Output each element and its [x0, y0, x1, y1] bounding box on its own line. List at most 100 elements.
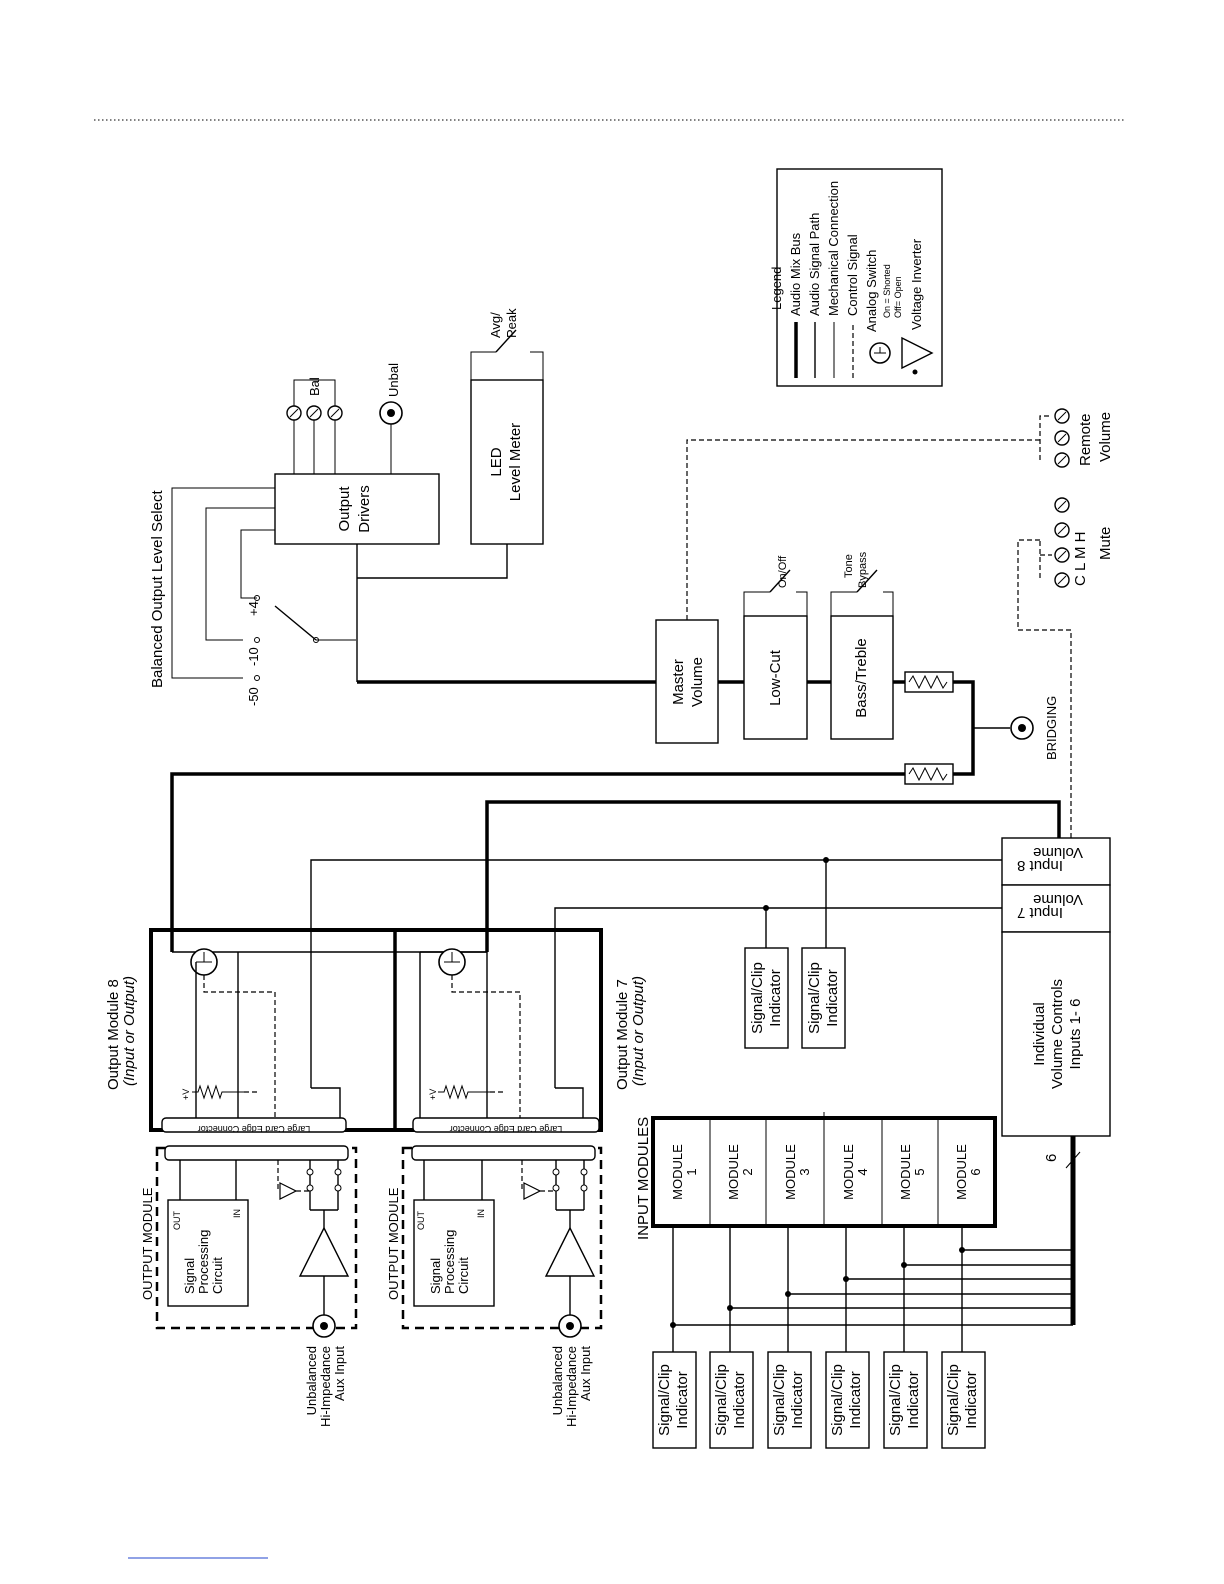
remote-control-line — [686, 439, 1040, 620]
avg-peak-switch — [495, 329, 517, 353]
legend-box — [776, 168, 943, 387]
left-in-label: IN — [232, 1209, 242, 1218]
legend-switch-on: On = Shorted — [882, 264, 892, 318]
left-aux-3: Aux Input — [332, 1346, 347, 1401]
right-in-label: IN — [476, 1209, 486, 1218]
level-plus4: +4 — [246, 601, 261, 616]
remote-terminals: Remote Volume — [1039, 408, 1114, 468]
m8-plus-v: +V — [181, 1089, 191, 1100]
input-modules-title: INPUT MODULES — [635, 1117, 652, 1240]
legend-item-switch: Analog Switch — [864, 250, 879, 332]
bal-terminals — [286, 405, 343, 421]
indicator-module-4 — [825, 1351, 870, 1449]
legend-item-inverter: Voltage Inverter — [909, 238, 924, 330]
indicator-module-1 — [652, 1351, 697, 1449]
left-aux-jack-icon — [312, 1314, 336, 1338]
bass-treble-box — [830, 615, 894, 740]
input-module-2-number: 2 — [740, 1168, 755, 1175]
indicator8-label-2: Indicator — [824, 969, 841, 1027]
indicator-module-6 — [941, 1351, 986, 1449]
drivers-label-2: Drivers — [356, 485, 373, 533]
legend-title: Legend — [769, 267, 784, 310]
led-meter-box — [470, 379, 544, 545]
voltage-inverter-icon — [901, 336, 934, 370]
left-amp-icon — [298, 1226, 350, 1277]
output-module-left-frame — [155, 1146, 358, 1330]
indicator7-label-1: Signal/Clip — [749, 962, 766, 1034]
indicator-input7: Signal/Clip Indicator — [744, 947, 789, 1049]
input7-label-1: Input 7 — [1017, 904, 1063, 921]
module-5-junction — [901, 1262, 907, 1268]
tone-label-1: Tone — [843, 554, 855, 578]
level-select-switch — [274, 605, 317, 641]
right-spc-2: Processing — [442, 1230, 457, 1294]
analog-switch-icon — [869, 342, 891, 364]
mute-terminal-letters: C L M H — [1072, 532, 1089, 586]
input8-volume: Input 8 Volume — [1001, 837, 1111, 886]
individual-label-3: Inputs 1- 6 — [1067, 999, 1084, 1070]
mute-terminals: C L M H Mute — [1039, 497, 1114, 588]
remote-label-2: Volume — [1097, 412, 1114, 462]
m7-title: Output Module 7 — [614, 979, 631, 1090]
m8-subtitle: (Input or Output) — [121, 976, 138, 1086]
input-module-1-label: MODULE — [670, 1144, 685, 1200]
module-4-junction — [843, 1276, 849, 1282]
legend-item-control: Control Signal — [845, 234, 860, 316]
left-aux-2: Hi-Impedance — [318, 1346, 333, 1427]
right-spc-3: Circuit — [456, 1257, 471, 1294]
mute-control-line — [1017, 539, 1072, 838]
module-2-junction — [727, 1305, 733, 1311]
indicator-module-6-label-2: Indicator — [963, 1371, 980, 1429]
indicator-module-4-label-1: Signal/Clip — [829, 1364, 846, 1436]
level-minus10: -10 — [246, 647, 261, 666]
input-module-3-label: MODULE — [783, 1144, 798, 1200]
input-bus-lines — [670, 1226, 1073, 1352]
right-inverter-icon — [523, 1182, 542, 1200]
m7-plus-v: +V — [428, 1089, 438, 1100]
indicator-module-2-label-2: Indicator — [731, 1371, 748, 1429]
input7-label-2: Volume — [1033, 891, 1083, 908]
master-volume: Master Volume — [655, 619, 719, 744]
output-module-left-label: OUTPUT MODULE — [140, 1187, 155, 1300]
bridging-jack-icon — [1010, 716, 1034, 740]
m7-subtitle: (Input or Output) — [630, 976, 647, 1086]
input-module-6-label: MODULE — [954, 1144, 969, 1200]
on-off-switch — [769, 569, 791, 593]
m8-connector-label: Large Card Edge Connector — [198, 1124, 311, 1134]
left-spc-2: Processing — [196, 1230, 211, 1294]
tone-label-2: Bypass — [857, 551, 869, 588]
input8-label-2: Volume — [1033, 844, 1083, 861]
bus-count-label: 6 — [1043, 1154, 1060, 1162]
level-select-title: Balanced Output Level Select — [149, 490, 166, 688]
input8-volume-box — [1001, 837, 1111, 886]
indicator-module-5-label-1: Signal/Clip — [887, 1364, 904, 1436]
legend-item-mechanical: Mechanical Connection — [826, 181, 841, 316]
indicator-module-1-label-1: Signal/Clip — [656, 1364, 673, 1436]
meter-label-1: LED — [488, 447, 505, 476]
output-module-right-label: OUTPUT MODULE — [386, 1187, 401, 1300]
individual-volume-box — [1001, 931, 1111, 1137]
indicator-module-2-label-1: Signal/Clip — [713, 1364, 730, 1436]
output-drivers: Output Drivers Bal Unbal — [274, 363, 440, 545]
indicator-module-4-label-2: Indicator — [847, 1371, 864, 1429]
input-module-2-label: MODULE — [726, 1144, 741, 1200]
low-cut-box — [743, 615, 808, 740]
legend-item-signal-path: Audio Signal Path — [807, 213, 822, 316]
input-module-4-number: 4 — [855, 1168, 870, 1175]
m7-connector-label: Large Card Edge Connector — [450, 1124, 563, 1134]
left-inverter-icon — [279, 1182, 298, 1200]
output-module-right: OUTPUT MODULE OUT IN Signal Processing C… — [386, 1145, 603, 1427]
right-aux-2: Hi-Impedance — [564, 1346, 579, 1427]
led-meter: LED Level Meter Avg/ Peak — [470, 308, 544, 545]
avg-peak-2: Peak — [504, 308, 519, 338]
legend-switch-off: Off= Open — [893, 276, 903, 318]
indicator-module-5 — [883, 1351, 928, 1449]
left-spc-1: Signal — [182, 1258, 197, 1294]
resistor-1 — [904, 671, 954, 693]
input7-volume: Input 7 Volume — [1001, 884, 1111, 933]
input8-label-1: Input 8 — [1017, 857, 1063, 874]
left-out-label: OUT — [172, 1211, 182, 1231]
bass-treble: Bass/Treble Tone Bypass — [830, 551, 894, 740]
